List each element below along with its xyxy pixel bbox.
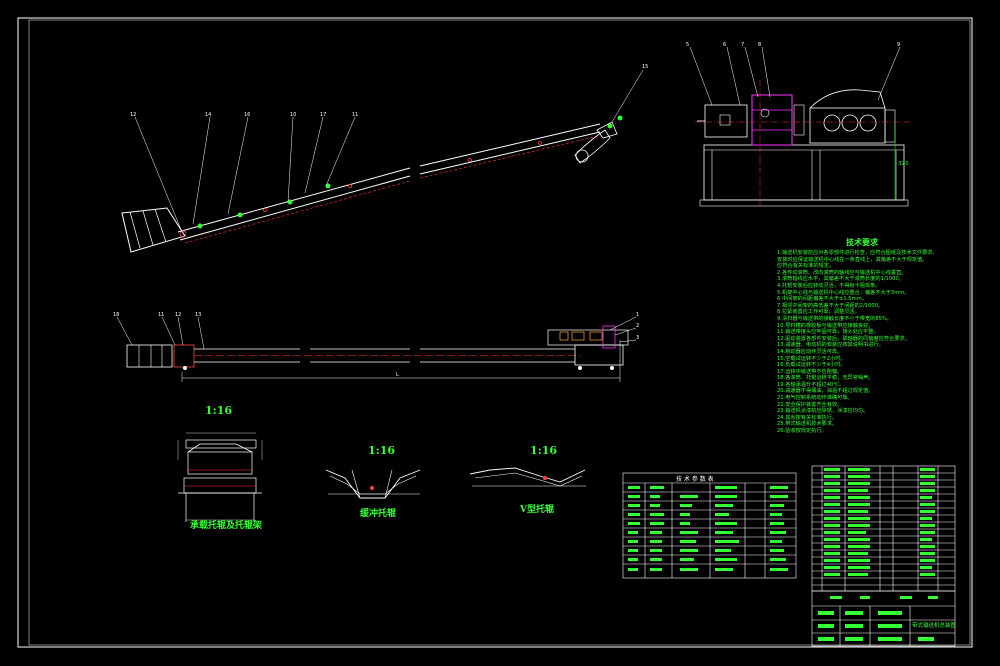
v-idler-view: 1:16 V型托辊 — [469, 444, 586, 515]
tech-requirement-line: 3.滚筒轴线应水平，其偏差不大于滚筒长度的1/1000。 — [777, 276, 904, 283]
tech-requirement-line: 21.电气控制系统动作准确可靠。 — [777, 395, 853, 402]
spec-table-title: 技 术 参 数 表 — [676, 475, 714, 483]
svg-text:10: 10 — [290, 112, 296, 118]
svg-text:7: 7 — [741, 42, 744, 48]
svg-text:1: 1 — [636, 312, 639, 318]
svg-text:12: 12 — [130, 112, 136, 118]
svg-text:14: 14 — [205, 112, 211, 118]
scale-label-buffer: 1:16 — [368, 444, 395, 457]
buffer-idler-view: 1:16 缓冲托辊 — [325, 444, 421, 519]
tech-requirement-line: 13.减速器、电动机的安装应按其说明书进行。 — [777, 342, 884, 349]
tech-requirement-line: 6.中间架的间距偏差不大于±1.5mm。 — [777, 296, 867, 303]
svg-text:9: 9 — [897, 42, 900, 48]
svg-text:11: 11 — [158, 312, 164, 318]
tech-requirement-line: 10.导料槽的橡胶板与输送带应接触良好。 — [777, 322, 874, 329]
tech-requirement-line: 18.各滚筒、托辊运转平稳，无异常噪声。 — [777, 375, 874, 382]
tech-requirement-line: 25.带式输送机技术要求。 — [777, 421, 838, 428]
svg-text:6: 6 — [723, 42, 726, 48]
scale-label-v: 1:16 — [530, 444, 557, 457]
tech-requirements: 技术要求 1.输送机安装前应对各零部件进行检查，应符合图纸及技术文件要求。 安装… — [777, 237, 967, 442]
tech-requirement-line: 11.输送带接头应牢固可靠，接头处应平整。 — [777, 329, 879, 336]
svg-text:12: 12 — [175, 312, 181, 318]
parts-list-cells — [824, 468, 935, 576]
tech-requirement-line: 1.输送机安装前应对各零部件进行检查，应符合图纸及技术文件要求。 — [777, 250, 938, 256]
tech-requirements-title: 技术要求 — [846, 237, 878, 247]
svg-text:8: 8 — [758, 42, 761, 48]
tech-requirement-line: 安装时应保证输送机中心线在一条直线上，其偏差不大于规定值。 — [777, 256, 928, 263]
title-block-cells — [818, 596, 938, 641]
title-block — [811, 590, 956, 647]
parts-list — [811, 465, 956, 592]
tech-requirement-line: 9.清扫器与输送带的接触长度不小于带宽的85%。 — [777, 315, 893, 322]
tech-requirement-line: 12.驱动装置各部件安装后，联轴器的同轴度应符合要求。 — [777, 335, 910, 342]
tech-requirement-line: 2.各传动滚筒、改向滚筒的轴线应与输送机中心线垂直。 — [777, 269, 907, 276]
svg-text:5: 5 — [686, 42, 689, 48]
tech-requirement-line: 17.运转中输送带不应跑偏。 — [777, 368, 843, 375]
svg-text:15: 15 — [642, 64, 648, 70]
outer-border — [17, 17, 973, 648]
tech-requirement-line: 14.制动器应动作灵活可靠。 — [777, 348, 843, 355]
inner-border — [28, 19, 971, 646]
tech-requirement-line: 8.拉紧装置应工作可靠，调整灵活。 — [777, 309, 860, 316]
svg-text:16: 16 — [244, 112, 250, 118]
svg-text:11: 11 — [352, 112, 358, 118]
label-buffer-idler: 缓冲托辊 — [360, 507, 396, 519]
svg-text:3: 3 — [636, 335, 639, 341]
spec-table — [622, 472, 797, 579]
tech-requirement-line: 应符合有关标准的规定。 — [777, 263, 835, 270]
drawing-name: 带式输送机总装图 — [912, 621, 957, 629]
tech-requirements-lines: 1.输送机安装前应对各零部件进行检查，应符合图纸及技术文件要求。 安装时应保证输… — [777, 250, 967, 435]
tech-requirement-line: 23.输送机涂漆前应除锈，涂漆应均匀。 — [777, 408, 869, 415]
label-v-idler: V型托辊 — [519, 503, 554, 515]
tech-requirement-line: 7.相邻中间架的高低差不大于间距的2/1000。 — [777, 302, 884, 309]
inclined-conveyor-view: 12 14 16 10 17 11 15 — [121, 64, 648, 253]
tech-requirement-line: 16.负载试运转不少于4小时。 — [777, 362, 846, 369]
svg-text:13: 13 — [195, 312, 201, 318]
svg-text:L: L — [396, 372, 399, 378]
carrying-idler-view: 1:16 承载托辊及托辊架 — [177, 404, 263, 531]
tech-requirement-line: 20.减速器不得漏油，油温不超过规定值。 — [777, 388, 874, 395]
svg-text:17: 17 — [320, 112, 326, 118]
tech-requirement-line: 19.各轴承温升不超过40℃。 — [777, 381, 845, 388]
tech-requirement-line: 15.空载试运转不少于2小时。 — [777, 355, 846, 362]
scale-label-carrying: 1:16 — [205, 404, 232, 417]
tech-requirement-line: 26.验收按规定执行。 — [777, 428, 827, 435]
svg-text:2: 2 — [636, 323, 639, 329]
tech-requirement-line: 22.安全保护装置齐全有效。 — [777, 401, 843, 408]
label-carrying-idler: 承载托辊及托辊架 — [190, 519, 262, 531]
svg-text:18: 18 — [113, 312, 119, 318]
drive-unit-view: 320 5 6 7 8 9 — [686, 42, 910, 207]
tech-requirement-line: 24.其余按有关标准执行。 — [777, 414, 838, 421]
spec-table-cells — [628, 486, 788, 571]
tech-requirement-line: 4.托辊安装后应转动灵活，不得有卡阻现象。 — [777, 282, 881, 289]
svg-text:320: 320 — [898, 161, 909, 167]
tech-requirement-line: 5.机架中心线与输送机中心线应重合，偏差不大于3mm。 — [777, 289, 910, 296]
